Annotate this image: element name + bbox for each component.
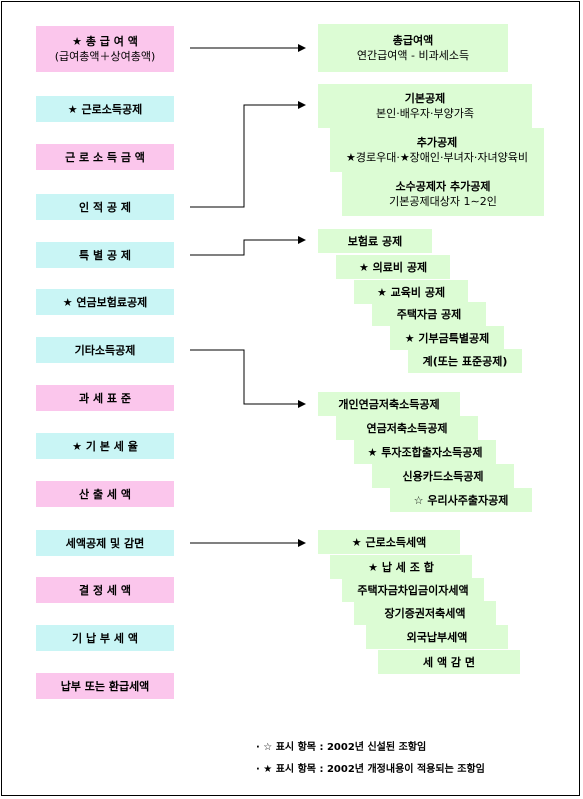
left-payment-refund: 납부 또는 환급세액 <box>36 673 174 699</box>
other-credit-card: 신용카드소득공제 <box>372 464 514 488</box>
left-pension-deduction: ★ 연금보험료공제 <box>36 289 174 315</box>
other-personal-pension: 개인연금저축소득공제 <box>318 392 460 416</box>
left-determined-tax: 결 정 세 액 <box>36 577 174 603</box>
left-special-deduction: 특 별 공 제 <box>36 242 174 268</box>
total-income-title: 총급여액 <box>392 34 434 47</box>
arrow-personal <box>190 101 306 208</box>
other-pension-savings: 연금저축소득공제 <box>336 416 478 440</box>
other-employee-stock: ☆ 우리사주출자공제 <box>390 488 532 512</box>
total-income-detail: 연간급여액 - 비과세소득 <box>356 49 470 62</box>
personal-few-title: 소수공제자 추가공제 <box>395 180 491 193</box>
left-tax-base: 과 세 표 준 <box>36 385 174 411</box>
arrow-other <box>190 349 306 408</box>
credit-foreign-tax: 외국납부세액 <box>366 625 508 649</box>
personal-basic-title: 기본공제 <box>404 92 446 105</box>
left-total-salary-title: ★ 총 급 여 액 <box>72 35 138 48</box>
left-basic-tax-rate: ★ 기 본 세 율 <box>36 433 174 459</box>
left-total-salary-sub: (급여총액＋상여총액) <box>54 50 156 63</box>
credit-long-term-savings: 장기증권저축세액 <box>354 601 496 625</box>
left-other-deduction: 기타소득공제 <box>36 337 174 363</box>
left-prepaid-tax: 기 납 부 세 액 <box>36 625 174 651</box>
arrow-special <box>190 236 306 256</box>
personal-basic-detail: 본인·배우자·부양가족 <box>375 107 475 120</box>
personal-few-detail: 기본공제대상자 1∼2인 <box>389 195 497 208</box>
special-housing: 주택자금 공제 <box>372 302 486 326</box>
note-revised-item: · ★ 표시 항목 : 2002년 개정내용이 적용되는 조항임 <box>256 764 485 775</box>
special-total: 계(또는 표준공제) <box>408 349 522 373</box>
personal-additional-box: 추가공제 ★경로우대·★장애인·부녀자·자녀양육비 <box>330 128 544 172</box>
personal-additional-title: 추가공제 <box>416 136 458 149</box>
personal-additional-detail: ★경로우대·★장애인·부녀자·자녀양육비 <box>345 151 528 164</box>
left-tax-credit: 세액공제 및 감면 <box>36 530 174 556</box>
note-new-item: · ☆ 표시 항목 : 2002년 신설된 조항임 <box>256 742 427 753</box>
credit-tax-union: ★ 납 세 조 합 <box>330 555 472 579</box>
left-personal-deduction: 인 적 공 제 <box>36 194 174 220</box>
left-earned-income-deduction: ★ 근로소득공제 <box>36 96 174 122</box>
left-calculated-tax: 산 출 세 액 <box>36 481 174 507</box>
special-medical: ★ 의료비 공제 <box>336 255 450 279</box>
personal-basic-box: 기본공제 본인·배우자·부양가족 <box>318 84 532 128</box>
left-total-salary: ★ 총 급 여 액 (급여총액＋상여총액) <box>36 26 174 72</box>
left-earned-income-amount: 근 로 소 득 금 액 <box>36 144 174 170</box>
special-donation: ★ 기부금특별공제 <box>390 326 504 350</box>
special-education: ★ 교육비 공제 <box>354 280 468 304</box>
credit-tax-reduction: 세 액 감 면 <box>378 650 520 674</box>
total-income-box: 총급여액 연간급여액 - 비과세소득 <box>318 24 508 72</box>
personal-few-box: 소수공제자 추가공제 기본공제대상자 1∼2인 <box>342 172 544 216</box>
other-investment: ★ 투자조합출자소득공제 <box>354 440 496 464</box>
credit-earned-income: ★ 근로소득세액 <box>318 530 460 554</box>
credit-housing-loan: 주택자금차입금이자세액 <box>342 578 484 602</box>
special-insurance: 보험료 공제 <box>318 229 432 253</box>
